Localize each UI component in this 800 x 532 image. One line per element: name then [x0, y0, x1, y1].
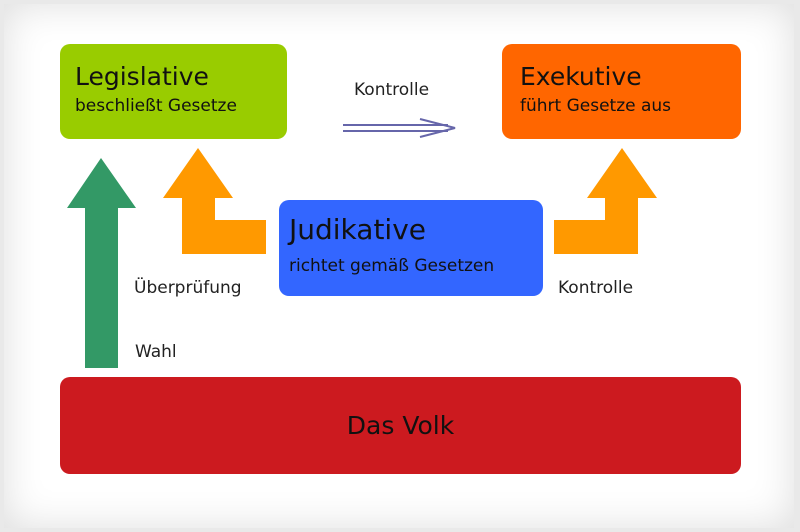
- executive-subtitle: führt Gesetze aus: [520, 96, 672, 116]
- control-label-right: Kontrolle: [558, 278, 634, 298]
- control-label-top: Kontrolle: [354, 80, 430, 100]
- executive-title: Exekutive: [520, 62, 642, 91]
- people-title: Das Volk: [346, 411, 455, 440]
- election-arrow: [67, 158, 136, 368]
- legislative-subtitle: beschließt Gesetze: [75, 96, 237, 116]
- review-arrow: [163, 148, 266, 254]
- judicative-subtitle: richtet gemäß Gesetzen: [289, 256, 495, 276]
- legislative-box: Legislative beschließt Gesetze: [60, 44, 287, 139]
- legislative-title: Legislative: [75, 62, 209, 91]
- people-box: Das Volk: [60, 377, 741, 474]
- control-arrow-top: [343, 118, 456, 138]
- election-label: Wahl: [135, 342, 177, 362]
- judicative-box: Judikative richtet gemäß Gesetzen: [279, 200, 543, 296]
- judicative-title: Judikative: [289, 213, 426, 246]
- executive-box: Exekutive führt Gesetze aus: [502, 44, 741, 139]
- review-label: Überprüfung: [134, 278, 242, 298]
- control-arrow-right: [554, 148, 657, 254]
